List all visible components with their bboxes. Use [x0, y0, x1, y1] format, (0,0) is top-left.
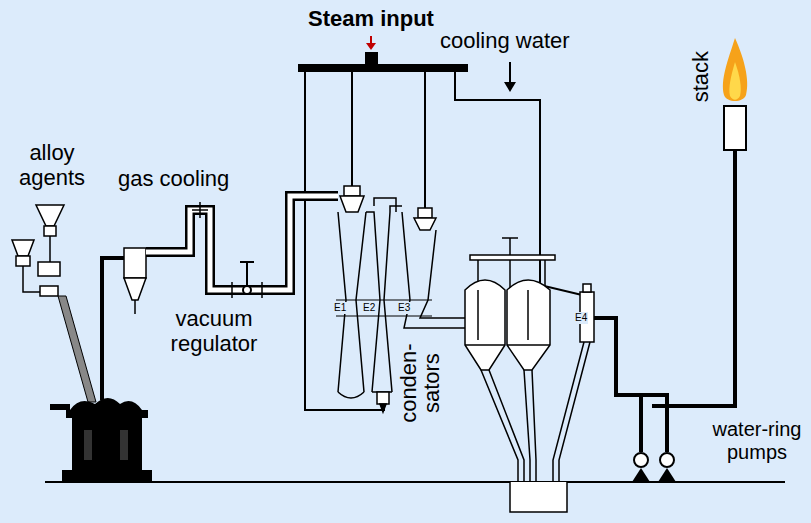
cyclone	[124, 248, 146, 314]
cooling-water-arrow	[504, 62, 516, 92]
steam-header	[298, 64, 468, 72]
column-band	[336, 300, 432, 316]
steam-lines	[305, 72, 582, 410]
steam-nozzle	[365, 52, 378, 64]
stack-box	[724, 106, 746, 150]
steam-arrow	[366, 36, 376, 50]
water-ring-pump	[632, 453, 676, 482]
gas-line	[102, 258, 124, 400]
stage-label: E4	[574, 312, 588, 324]
part-label: gas cooling	[118, 166, 290, 191]
cooling-pipe	[146, 196, 338, 290]
stage-label: E3	[397, 302, 411, 314]
ejector-column	[338, 186, 402, 412]
alloy-hopper	[12, 205, 64, 296]
flame	[723, 38, 747, 101]
cooling-pipe	[146, 196, 338, 290]
vacuum-vessel	[50, 398, 152, 482]
part-label: conden- sators	[397, 333, 443, 433]
stage-label: E2	[362, 302, 376, 314]
exhaust-line	[594, 150, 735, 452]
vacuum-valve	[240, 262, 254, 294]
part-label: vacuum regulator	[148, 306, 280, 357]
part-label: stack	[688, 40, 713, 114]
stage-label: E1	[333, 302, 347, 314]
flange-marks	[192, 202, 262, 298]
part-label: alloy agents	[2, 140, 102, 191]
stream-label: cooling water	[440, 28, 606, 53]
title-label: Steam input	[288, 6, 454, 31]
ejector-column	[402, 208, 465, 328]
barometric-leg	[481, 342, 590, 500]
hot-well	[510, 482, 567, 512]
condenser	[465, 238, 555, 370]
alloy-chute	[58, 296, 96, 402]
part-label: water-ring pumps	[706, 418, 808, 464]
